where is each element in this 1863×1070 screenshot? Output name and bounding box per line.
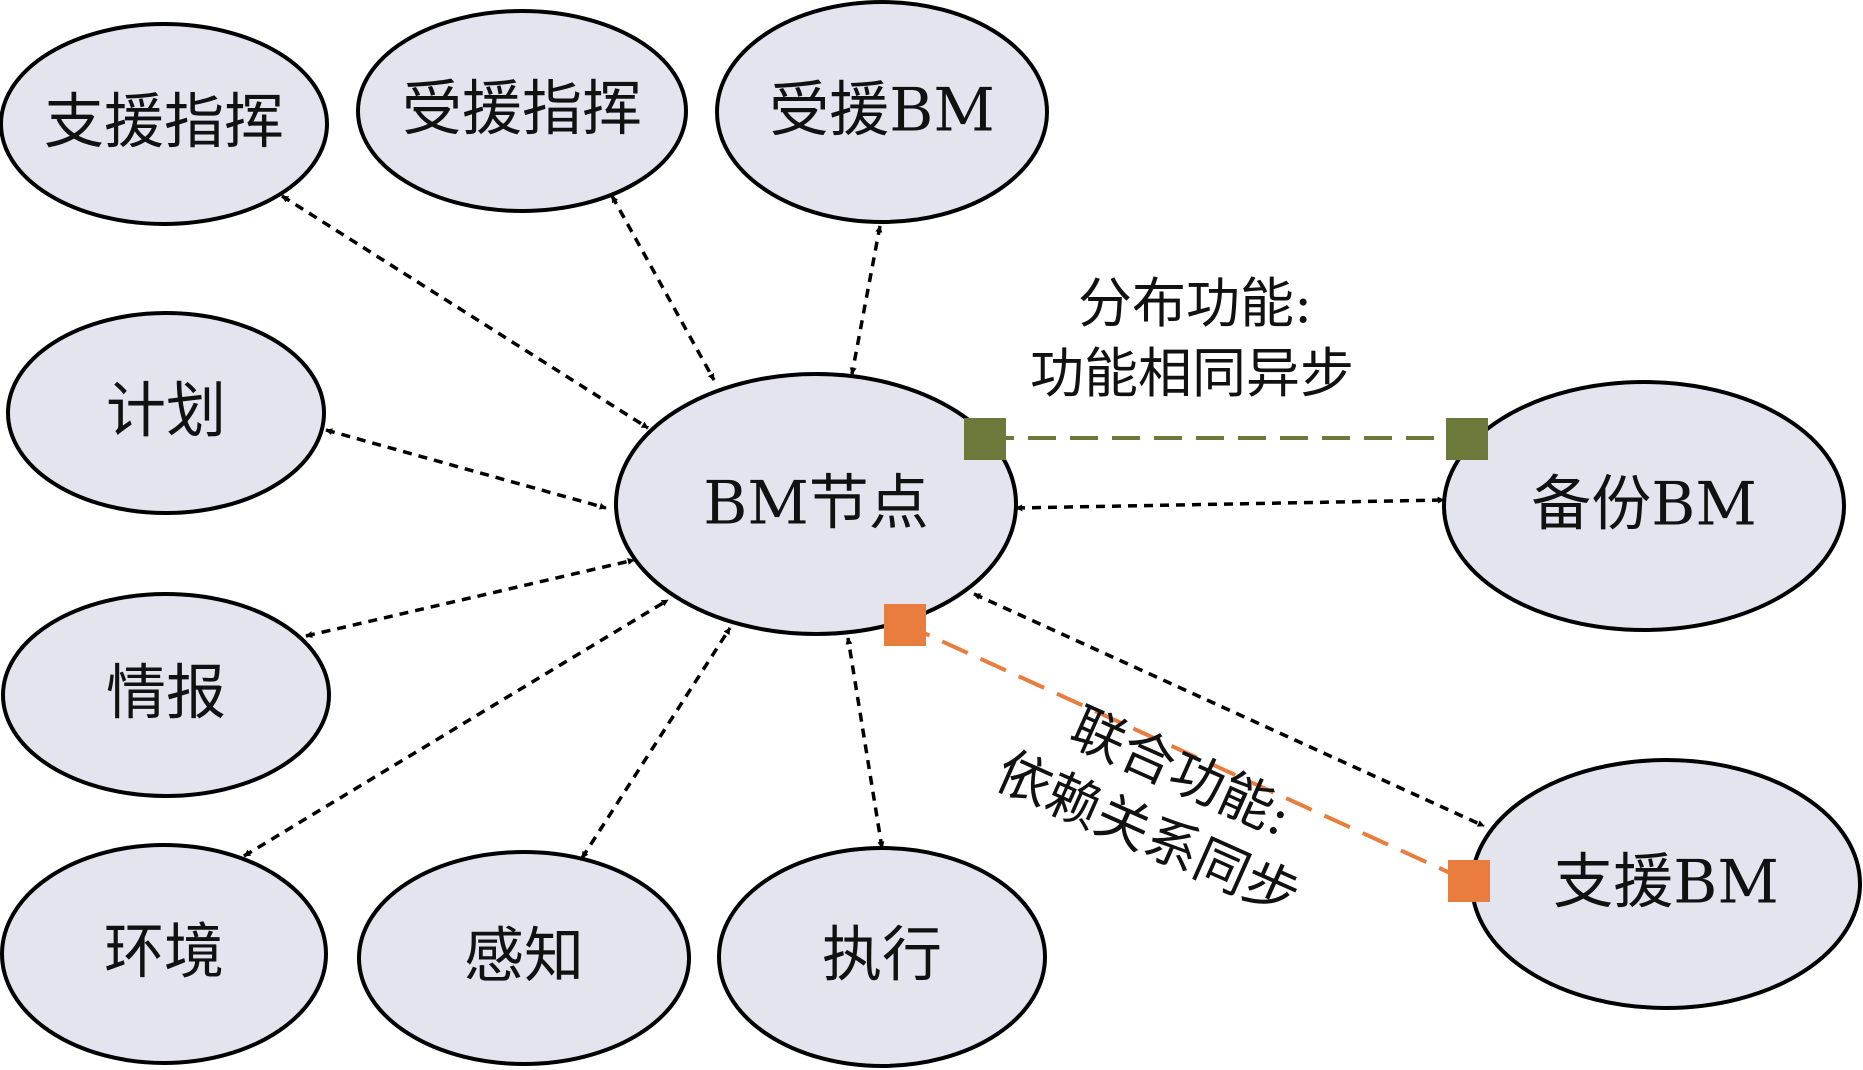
node-center-label: BM节点	[703, 469, 929, 539]
node-backup-bm-shape	[1442, 380, 1846, 632]
node-sense-shape	[357, 850, 691, 1066]
joint-annotation: 联合功能: 依赖关系同步	[987, 696, 1309, 929]
node-intel[interactable]: 情报	[1, 592, 331, 798]
node-support-command[interactable]: 支援指挥	[0, 22, 329, 226]
sync-endpoints	[884, 418, 1490, 902]
edge-intel	[305, 558, 635, 638]
node-execute-shape	[717, 846, 1047, 1068]
node-center[interactable]: BM节点	[614, 372, 1018, 636]
node-intel-label: 情报	[106, 659, 226, 729]
node-intel-shape	[1, 592, 331, 798]
node-sense-label: 感知	[464, 922, 584, 992]
node-supported-bm-shape	[715, 0, 1049, 224]
distributed-annotation-line2: 功能相同异步	[1030, 342, 1354, 405]
distributed-annotation-line1: 分布功能:	[1078, 272, 1312, 335]
edge-execute	[845, 637, 885, 849]
sync-lines	[903, 436, 1471, 884]
node-supported-bm-label: 受援BM	[769, 76, 995, 146]
distributed-sync-endpoint-left	[964, 418, 1006, 460]
node-environment-shape	[0, 843, 328, 1065]
node-center-shape	[614, 372, 1018, 636]
joint-sync-line	[903, 622, 1471, 884]
edge-support-command	[281, 194, 649, 430]
node-supported-command[interactable]: 受援指挥	[356, 9, 688, 213]
distributed-annotation: 分布功能: 功能相同异步	[1030, 272, 1354, 405]
edge-supported-command	[610, 195, 716, 381]
node-environment[interactable]: 环境	[0, 843, 328, 1065]
node-sense[interactable]: 感知	[357, 850, 691, 1066]
node-execute-label: 执行	[822, 921, 942, 991]
joint-sync-endpoint-left	[884, 604, 926, 646]
node-supported-bm[interactable]: 受援BM	[715, 0, 1049, 224]
joint-sync-endpoint-right	[1448, 860, 1490, 902]
node-support-bm-label: 支援BM	[1553, 848, 1779, 918]
node-supported-command-shape	[356, 9, 688, 213]
node-support-command-shape	[0, 22, 329, 226]
node-supported-command-label: 受援指挥	[402, 75, 642, 145]
edge-environment	[243, 598, 669, 858]
node-plan-shape	[6, 311, 326, 515]
edge-supported-bm	[849, 225, 883, 375]
edge-plan	[325, 428, 607, 510]
node-plan[interactable]: 计划	[6, 311, 326, 515]
node-execute[interactable]: 执行	[717, 846, 1047, 1068]
node-support-bm[interactable]: 支援BM	[1470, 758, 1862, 1010]
edge-backup-bm	[1015, 496, 1445, 512]
edges	[243, 194, 1485, 859]
node-backup-bm[interactable]: 备份BM	[1442, 380, 1846, 632]
node-environment-label: 环境	[104, 918, 224, 988]
edge-support-bm	[973, 592, 1485, 828]
node-plan-label: 计划	[106, 377, 226, 447]
distributed-sync-endpoint-right	[1446, 418, 1488, 460]
node-backup-bm-label: 备份BM	[1531, 470, 1757, 540]
edge-sense	[580, 627, 732, 859]
node-support-command-label: 支援指挥	[44, 88, 284, 158]
